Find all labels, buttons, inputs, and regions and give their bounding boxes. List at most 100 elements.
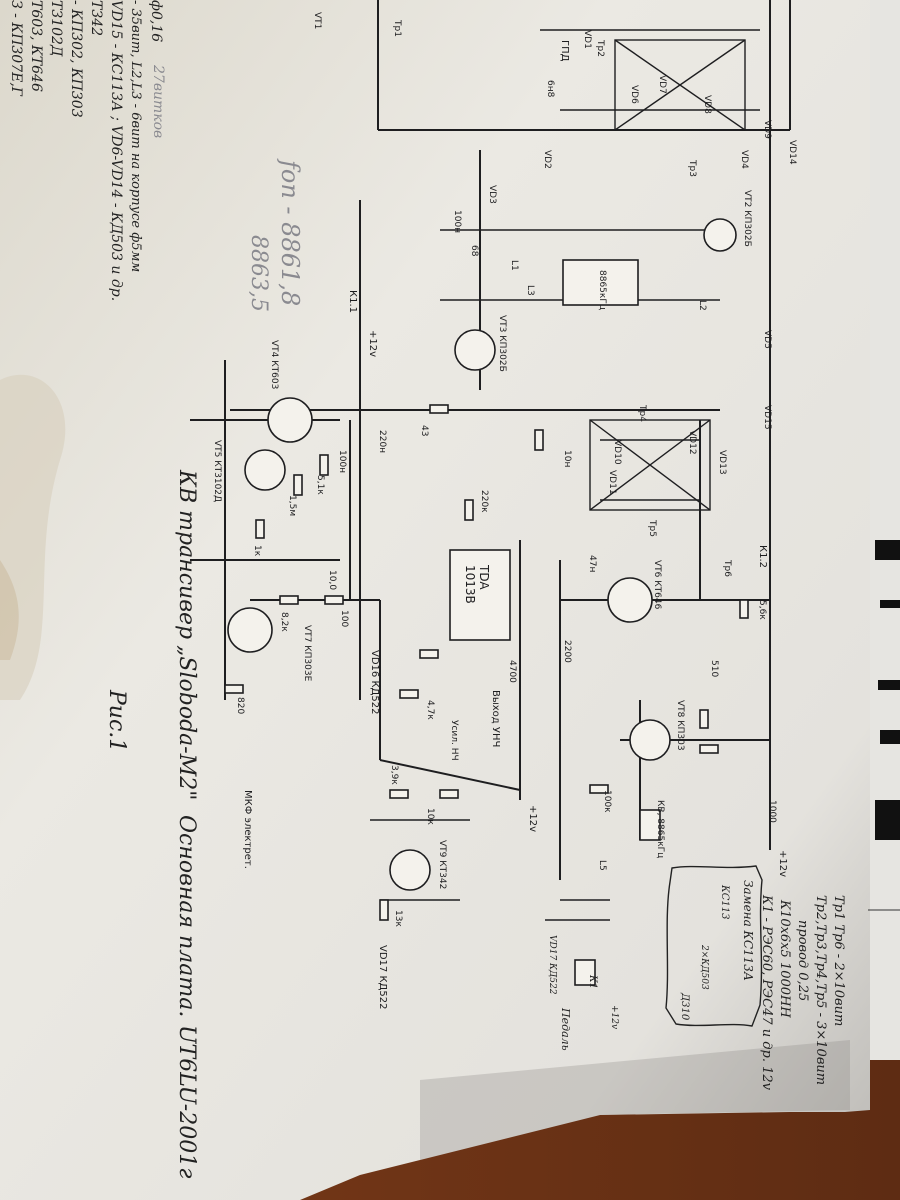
figure-label: Рис.1 [104,689,129,752]
replacement-note-box: Замена КС113А КС113 2×КД503 Д310 [665,865,763,1027]
pcb-layout-sheet [868,540,900,911]
label-vt4: VT4 КТ603 [269,340,279,389]
tr-note-2: Тр2,Тр3,Тр4,Тр5 - 3×10вит [813,895,828,1085]
label-vd13: VD13 [717,450,727,475]
pedal-circuit: К1 Педаль VD17 КД522 +12v [545,919,619,1051]
label-vd2: VD2 [542,150,552,169]
title-board: Основная плата. [174,815,199,1017]
label-vt3: VT3 КП302Б [497,315,507,372]
drawing-title: КВ трансивер „Sloboda-М2" Основная плата… [104,469,199,1178]
label-vt9: VT9 КТ342 [437,840,447,889]
note-line: VD15 - КС113А ; VD6-VD14 - КД503 и др. [108,0,124,301]
note-line: ф0,16 [148,0,164,42]
label-l3: L3 [525,285,535,296]
replacement-left: КС113 [719,884,730,919]
label-vd8: VD8 [702,95,712,114]
label-vd9: VD9 [762,120,772,139]
transformer-notes: Тр1 Тр6 - 2×10вит Тр2,Тр3,Тр4,Тр5 - 3×10… [759,894,846,1091]
component-labels: VD4 VD9 VD6 VD8 VD7 VD14 VD2 VD3 VD5 VD1… [212,12,797,1009]
label-c4700: 4700 [507,660,517,683]
label-tr3: Тр3 [687,159,697,177]
paper-shadow [420,1040,850,1160]
note-line: Т3102Д [48,0,64,57]
label-vd5: VD5 [762,330,772,349]
resistors [224,404,749,921]
label-c10n: 10н [562,450,572,467]
pencil-fop-value2: 8863,5 [246,235,271,312]
label-l5: L5 [597,860,607,871]
tr-note-3: провод 0,25 [795,920,810,1001]
note-line: Т603, КТ646 [28,0,44,92]
label-vd11: VD11 [607,470,617,495]
label-k12: К1.2 [757,545,768,568]
label-r1k: 1к [252,545,262,557]
note-line: - КП302, КП303 [68,0,84,118]
label-xtal1: 8865кГц [597,270,607,310]
label-tr4: Тр4 [637,404,647,422]
label-c6n8: 6н8 [545,80,555,98]
pedal-supply: +12v [609,1005,619,1029]
replacement-middle: 2×КД503 [699,944,709,990]
label-tr2: Тр2 [595,39,605,57]
pencil-turns-note: 27витков [150,64,166,138]
label-r100n: 100н [337,450,347,473]
label-vd4: VD4 [739,150,749,169]
note-line: Т342 [88,0,104,36]
tr-note-1: Тр1 Тр6 - 2×10вит [831,895,846,1026]
label-r220k: 220к [479,490,489,513]
transistors [227,218,737,891]
tr-note-5: К1 - РЭС60, РЭС47 и др. 12v [759,894,774,1091]
pencil-fop-label: fоп - 8861,8 [276,158,304,306]
label-plus12a: +12v [367,330,378,357]
label-vd12: VD12 [687,430,697,455]
label-c2200: 2200 [562,640,572,663]
label-tr5: Тр5 [647,519,657,537]
tda-ic-body [449,549,511,641]
label-r510: 510 [709,660,719,677]
paper-stain [0,560,19,660]
note-line: - 35вит, L2,L3 - 6вит на корпусе ф5мм [128,0,143,272]
label-vd14: VD14 [787,140,797,165]
label-vt8: VT8 КП303 [675,700,685,751]
label-vt2: VT2 КП302Б [742,190,752,247]
label-plus12b: +12v [527,805,538,832]
label-c68: 68 [469,245,479,257]
title-name: „Sloboda-М2" [174,645,199,800]
label-r43: 43 [419,425,429,436]
label-vd6: VD6 [629,85,639,104]
label-tr6: Тр6 [722,559,732,577]
label-vt5: VT5 КТ3102Д [212,440,222,502]
label-r100k: 100к [602,790,612,813]
label-r15m: 1,5м [287,495,297,516]
label-r47k: 4,7к [425,700,435,720]
label-vd1: VD1 [582,30,592,49]
label-vd15: VD15 [762,405,772,430]
label-c47n: 47н [587,555,597,572]
pedal-label: Педаль [559,1007,572,1051]
pedal-relay: К1 [587,974,598,989]
label-vd7: VD7 [657,75,667,94]
label-r51k: 5,1к [315,475,325,495]
label-vd3: VD3 [487,185,497,204]
label-vd10: VD10 [612,440,622,465]
label-vd16: VD16 КД522 [369,650,380,714]
label-plus12c: +12v [777,850,788,877]
label-k11: К1.1 [347,290,358,313]
label-gain: Усил. НЧ [449,720,459,761]
label-r82k: 8,2к [279,612,289,632]
label-vt1: VT1 [312,12,322,29]
label-vd17: VD17 КД522 [377,945,388,1009]
label-r100: 100 [339,610,349,627]
label-gpd: ГПД [559,40,570,62]
label-r13k: 13к [393,910,403,927]
title-author: UT6LU-2001г [174,1025,199,1178]
label-c1000: 1000 [767,800,777,823]
ic-name: TDA [477,564,491,590]
replacement-right: Д310 [679,992,690,1021]
title-device: КВ трансивер [174,469,199,639]
diode-ring-mixer-1 [614,39,746,131]
label-r220n: 220н [377,430,387,453]
label-vt7: VT7 КП303Е [302,625,312,682]
label-c100n: 100н [452,210,462,233]
diode-ring-mixer-2 [589,419,711,511]
